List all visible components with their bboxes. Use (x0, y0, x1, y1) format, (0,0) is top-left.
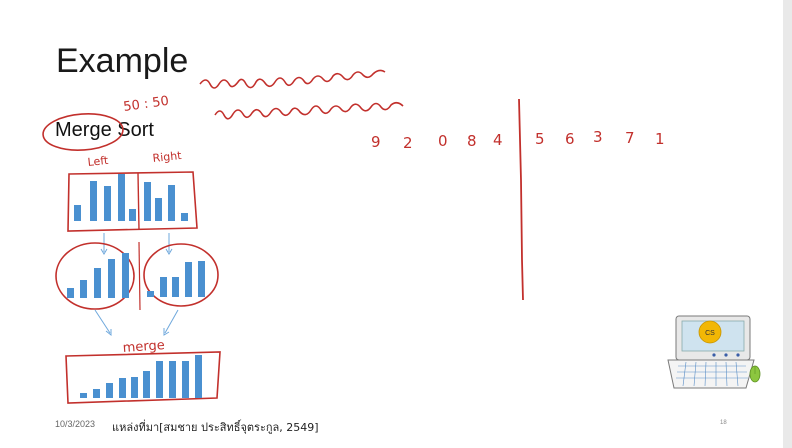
bar (131, 377, 138, 398)
bar (185, 262, 192, 297)
right-sorted-circle (143, 243, 219, 307)
number-right-1: 6 (565, 130, 575, 148)
bar (143, 371, 150, 398)
bar (74, 205, 81, 221)
number-sequence: 9 2 0 8 4 5 6 3 7 1 (371, 128, 665, 152)
bar (108, 259, 115, 298)
slide-title: Example (56, 42, 189, 80)
bar (104, 186, 111, 221)
bar (155, 198, 162, 221)
bar (122, 253, 129, 298)
number-left-2: 0 (438, 132, 448, 150)
right-sorted-bars (147, 261, 205, 297)
vertical-divider (518, 98, 524, 301)
bar (90, 181, 97, 221)
ratio-label: 50 : 50 (122, 94, 169, 115)
merge-circle (42, 113, 124, 151)
number-right-2: 3 (593, 128, 603, 146)
bar (144, 182, 151, 221)
merge-arrow-right (164, 309, 179, 334)
window-edge (783, 0, 792, 448)
slide-subtitle: Merge Sort (55, 119, 154, 141)
merge-label: merge (122, 338, 165, 356)
arrow-head (100, 248, 108, 255)
handwriting-line-1 (199, 69, 386, 89)
right-label: Right (152, 149, 183, 165)
bar (169, 361, 176, 398)
number-right-4: 1 (655, 130, 665, 148)
number-right-0: 5 (535, 130, 545, 148)
footer-date: 10/3/2023 (55, 419, 96, 429)
bar (147, 291, 154, 297)
bar (119, 378, 126, 398)
cs-badge-text: CS (705, 330, 715, 337)
number-left-0: 9 (371, 133, 381, 151)
number-left-1: 2 (403, 134, 413, 152)
number-right-3: 7 (625, 129, 635, 147)
top-split-line (137, 172, 140, 231)
bar (156, 361, 163, 398)
bar (94, 268, 101, 298)
bar (118, 174, 125, 221)
arrow-head (105, 329, 112, 337)
bar (160, 277, 167, 297)
bar (172, 277, 179, 297)
left-label: Left (87, 154, 110, 169)
merged-bars (80, 355, 202, 398)
bar (181, 213, 188, 221)
bar (80, 280, 87, 298)
bar (129, 209, 136, 221)
bar (80, 393, 87, 398)
bar (106, 383, 113, 398)
cs-computer-logo: CS (666, 312, 766, 392)
footer-source: แหล่งที่มา[สมชาย ประสิทธิ์จุตระกูล, 2549… (112, 421, 319, 434)
page-number: 18 (720, 420, 727, 426)
left-sorted-circle (55, 242, 135, 310)
computer-icon: CS (667, 315, 761, 389)
handwriting-line-2 (214, 101, 404, 120)
top-array-box (67, 171, 198, 232)
merged-array-box (65, 351, 221, 404)
merge-arrow-left (94, 309, 111, 334)
middle-divider (138, 241, 141, 311)
bar (168, 185, 175, 221)
bar (198, 261, 205, 297)
arrow-head (163, 328, 170, 336)
left-sorted-bars (67, 253, 129, 298)
top-bars (74, 174, 188, 221)
number-left-4: 4 (493, 131, 503, 149)
bar (182, 361, 189, 398)
number-left-3: 8 (467, 132, 477, 150)
bar (67, 288, 74, 298)
bar (93, 389, 100, 398)
arrow-head (165, 248, 173, 255)
bar (195, 355, 202, 398)
